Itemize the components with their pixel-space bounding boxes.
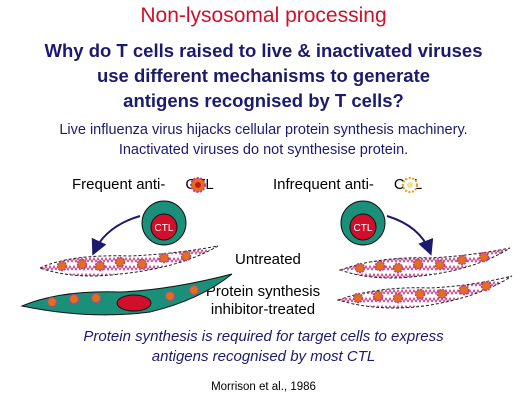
question-block: Why do T cells raised to live & inactiva…: [0, 38, 527, 113]
infrequent-prefix: Infrequent anti-: [273, 176, 374, 193]
inactivated-virus-icon-shape: [402, 177, 418, 193]
treated-cell-right: [336, 275, 513, 309]
ctl-cell-right: CTL: [340, 200, 386, 246]
inhibitor-label-line-1: Protein synthesis: [205, 283, 321, 300]
arrow-right: [386, 215, 434, 256]
live-virus-icon-shape: [190, 177, 206, 193]
conclusion-line-2: antigens recognised by most CTL: [151, 348, 376, 365]
untreated-cell-left: [38, 245, 219, 277]
untreated-label: Untreated: [235, 251, 301, 268]
explanation-line-1: Live influenza virus hijacks cellular pr…: [59, 122, 468, 138]
ctl-badge-left: CTL: [155, 223, 174, 234]
question-line-3: antigens recognised by T cells?: [123, 90, 404, 111]
frequent-prefix: Frequent anti-: [72, 176, 166, 193]
treated-cell-left: [20, 273, 233, 316]
question-line-2: use different mechanisms to generate: [96, 65, 431, 86]
slide-title: Non-lysosomal processing: [140, 4, 387, 27]
ctl-cell-left: CTL: [141, 200, 187, 246]
citation: Morrison et al., 1986: [211, 381, 316, 393]
untreated-cell-right: [338, 247, 511, 279]
question-line-1: Why do T cells raised to live & inactiva…: [44, 40, 483, 61]
conclusion-line-1: Protein synthesis is required for target…: [83, 328, 444, 345]
arrow-left: [91, 215, 141, 256]
explanation-line-2: Inactivated viruses do not synthesise pr…: [118, 142, 409, 158]
inhibitor-label-line-2: inhibitor-treated: [210, 301, 316, 318]
ctl-badge-right: CTL: [354, 223, 373, 234]
